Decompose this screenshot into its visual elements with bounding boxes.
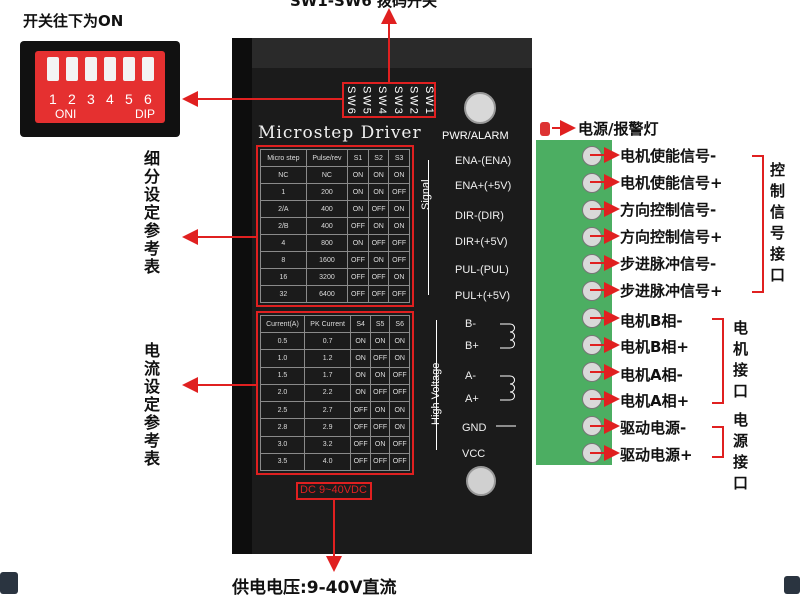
microstep-table-box [256,145,414,307]
terminal-label: 驱动电源+ [620,446,693,464]
pin-b-minus: B- [465,318,476,330]
terminal-label: 步进脉冲信号+ [620,282,723,300]
signal-bracket [428,160,439,295]
top-cut-label: SW1-SW6 拨码开关 [290,0,438,10]
pin-a-minus: A- [465,370,476,382]
dip-number: 6 [144,91,152,107]
sw-labels-box [342,82,436,118]
driver-title: Microstep Driver [258,123,422,143]
dip-switch-6 [142,57,154,81]
dip-caption: 开关往下为ON [23,12,124,30]
dip-switch-2 [66,57,78,81]
bottom-voltage-label: 供电电压:9-40V直流 [232,578,397,598]
coil-icon [496,323,516,427]
power-group-label: 电源接口 [733,411,749,492]
terminal-label: 电机B相+ [620,338,690,356]
table-cell: OFF [389,452,410,472]
pin-gnd: GND [462,422,487,434]
table-cell: 3200 [305,268,349,286]
hv-bracket [436,320,447,450]
driver-heatsink-top [232,38,532,68]
sw-label: SW2 [407,86,420,116]
table-cell: OFF [388,285,410,303]
dip-number: 2 [68,91,76,107]
terminal-label: 电机A相- [620,366,683,384]
terminal-label: 电机B相- [620,312,683,330]
sw-label: SW4 [376,86,389,116]
signal-ena-plus: ENA+(+5V) [455,180,512,192]
supply-label: DC 9~40VDC [300,484,367,496]
dip-dip-label: DIP [135,107,156,121]
led-icon [540,122,550,136]
table-cell: 200 [305,183,349,201]
corner-icon-left[interactable] [0,572,18,594]
terminal-label: 电机使能信号- [620,147,717,165]
signal-pul-minus: PUL-(PUL) [455,264,509,276]
mounting-screw-icon [464,92,496,124]
mounting-screw-icon [466,466,496,496]
driver-side-edge [232,38,252,554]
dip-switch-4 [104,57,116,81]
terminal-label: 电机A相+ [620,392,690,410]
sw-label: SW1 [422,86,435,116]
led-label: 电源/报警灯 [578,120,659,138]
corner-icon-right[interactable] [784,576,800,594]
dip-switch-image: 1 2 3 4 5 6 ONI DIP [20,41,180,137]
terminal-label: 方向控制信号- [620,201,717,219]
table-cell: 4.0 [303,452,352,472]
terminal-label: 电机使能信号+ [620,174,723,192]
dip-number: 5 [125,91,133,107]
dip-number: 3 [87,91,95,107]
terminal-label: 步进脉冲信号- [620,255,717,273]
pin-b-plus: B+ [465,340,479,352]
table-cell: 6400 [305,285,349,303]
motor-group-label: 电机接口 [733,319,749,400]
signal-dir-plus: DIR+(+5V) [455,236,508,248]
dip-on-label: ONI [55,107,77,121]
dip-switch-5 [123,57,135,81]
control-group-label: 控制信号接口 [770,161,786,284]
sw-label: SW6 [345,86,357,116]
table-cell: 32 [260,285,307,303]
sw-label: SW3 [391,86,404,116]
subdivision-label: 细分设定参考表 [141,150,160,276]
current-label: 电流设定参考表 [141,342,160,468]
sw-label: SW5 [360,86,373,116]
pin-vcc: VCC [462,448,486,460]
terminal-label: 驱动电源- [620,419,687,437]
control-bracket [752,155,764,293]
signal-pul-plus: PUL+(+5V) [455,290,511,302]
table-header-row: Micro step Pulse/rev S1 S2 S3 [260,149,410,167]
supply-box [296,482,372,500]
terminal-label: 方向控制信号+ [620,228,723,246]
power-bracket [712,426,724,458]
dip-switch-3 [85,57,97,81]
dip-number: 4 [106,91,114,107]
terminal-block [536,140,612,465]
signal-ena-minus: ENA-(ENA) [455,155,512,167]
pwr-alarm-label: PWR/ALARM [442,130,509,142]
dip-number: 1 [49,91,57,107]
dip-switch-1 [47,57,59,81]
current-table-box [256,311,414,475]
sw-labels: SW6 SW5 SW4 SW3 SW2 SW1 [345,86,435,116]
motor-bracket [712,318,724,404]
signal-dir-minus: DIR-(DIR) [455,210,504,222]
table-cell: OFF [389,366,410,385]
pin-a-plus: A+ [465,393,479,405]
